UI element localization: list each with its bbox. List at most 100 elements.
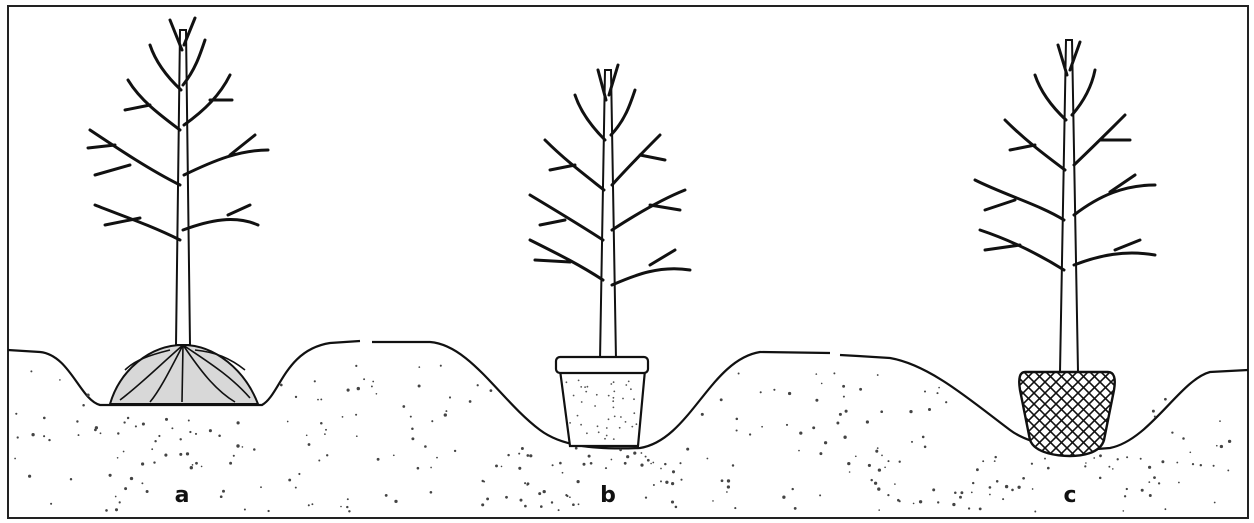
soil-dot (237, 421, 240, 424)
soil-dot (732, 464, 734, 466)
soil-dot (130, 477, 133, 480)
soil-dot (812, 426, 815, 429)
pot-texture-dot (613, 407, 615, 409)
soil-dot (1011, 489, 1014, 492)
soil-dot (43, 417, 46, 420)
soil-dot (518, 467, 521, 470)
soil-dot (295, 396, 297, 398)
burlap-strand (1110, 370, 1200, 460)
soil-dot (505, 496, 508, 499)
soil-dot (377, 458, 380, 461)
soil-dot (976, 468, 979, 471)
soil-dot (877, 374, 879, 376)
soil-dot (376, 393, 378, 395)
pot-texture-dot (614, 416, 616, 418)
soil-dot (989, 494, 991, 496)
burlap-strand (1154, 370, 1244, 460)
soil-dot (897, 499, 900, 502)
soil-dot (583, 463, 586, 466)
soil-dot (1084, 465, 1086, 467)
soil-dot (619, 449, 622, 452)
pot-texture-dot (631, 426, 633, 428)
soil-dot (179, 438, 181, 440)
soil-dot (833, 372, 835, 374)
soil-dot (786, 424, 788, 426)
soil-dot (569, 496, 571, 498)
soil-dot (665, 481, 668, 484)
soil-dot (141, 462, 144, 465)
soil-dot (357, 387, 360, 390)
soil-dot (799, 431, 802, 434)
soil-dot (640, 464, 643, 467)
soil-dot (454, 450, 456, 452)
soil-dot (849, 471, 851, 473)
burlap-strand (890, 370, 980, 460)
soil-dot (679, 462, 681, 464)
pot-texture-dot (578, 380, 580, 382)
soil-dot (308, 504, 310, 506)
soil-dot (952, 503, 955, 506)
soil-dot (1164, 398, 1167, 401)
soil-dot (164, 454, 167, 457)
soil-dot (760, 391, 762, 393)
burlap-strand (1143, 370, 1233, 460)
soil-dot (115, 508, 118, 511)
soil-dot (887, 494, 889, 496)
soil-dot (937, 501, 939, 503)
soil-dot (1182, 437, 1185, 440)
soil-dot (524, 482, 526, 484)
soil-dot (680, 479, 682, 481)
soil-dot (477, 384, 479, 386)
soil-dot (1154, 416, 1156, 418)
pot-texture-dot (608, 395, 610, 397)
soil-dot (577, 480, 580, 483)
soil-dot (1005, 485, 1008, 488)
soil-dot (105, 509, 108, 512)
soil-dot (626, 455, 629, 458)
soil-dot (736, 429, 738, 431)
soil-dot (48, 439, 50, 441)
soil-dot (1112, 468, 1114, 470)
soil-dot (308, 443, 311, 446)
soil-dot (526, 454, 529, 457)
soil-dot (855, 455, 857, 457)
soil-dot (1124, 495, 1126, 497)
tree-c-trunk (1060, 40, 1078, 372)
soil-dot (913, 503, 915, 505)
soil-dot (1228, 440, 1231, 443)
soil-dot (1108, 466, 1110, 468)
soil-dot (260, 486, 262, 488)
soil-dot (318, 460, 320, 462)
burlap-strand (1143, 370, 1233, 460)
soil-dot (954, 492, 957, 495)
soil-dot (971, 492, 973, 494)
soil-dot (660, 480, 662, 482)
soil-dot (385, 494, 388, 497)
burlap-strand (923, 370, 1013, 460)
pot-texture-dot (596, 394, 598, 396)
soil-dot (653, 484, 655, 486)
soil-dot (624, 462, 627, 465)
soil-dot (1192, 463, 1194, 465)
soil-dot (821, 383, 823, 385)
soil-dot (1161, 460, 1164, 463)
soil-dot (436, 457, 438, 459)
burlap-strand (1132, 370, 1222, 460)
soil-dot (1047, 467, 1050, 470)
burlap-strand (1176, 370, 1254, 460)
burlap-strand (1198, 370, 1254, 460)
burlap-strand (1154, 370, 1244, 460)
soil-dot (189, 431, 191, 433)
soil-dot (430, 491, 433, 494)
pot-texture-dot (580, 386, 582, 388)
soil-dot (645, 456, 647, 458)
soil-dot (551, 501, 553, 503)
soil-dot (356, 435, 358, 437)
pot-texture-dot (613, 391, 615, 393)
soil-dot (562, 472, 564, 474)
soil-dot (1220, 445, 1223, 448)
pot-texture-dot (566, 381, 568, 383)
soil-dot (1219, 420, 1221, 422)
pot-texture-dot (633, 398, 635, 400)
